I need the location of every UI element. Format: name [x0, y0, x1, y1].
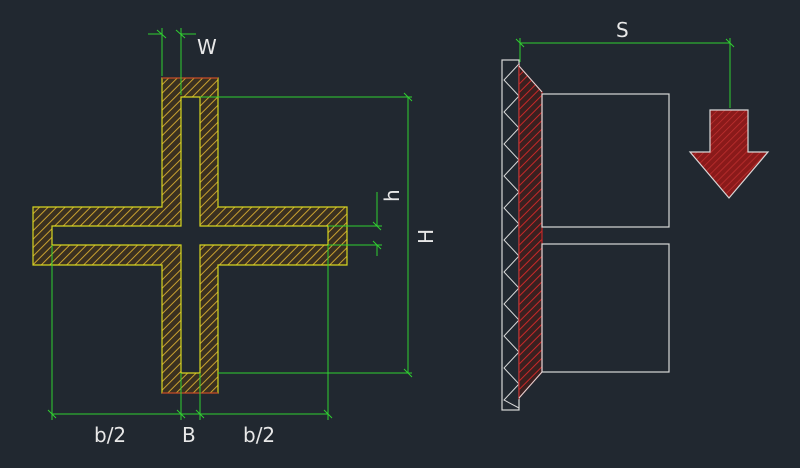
label-w: W	[197, 35, 217, 59]
label-h-small: h	[380, 189, 404, 202]
side-view	[501, 59, 670, 411]
cross-inner-void	[51, 96, 329, 374]
block-upper	[541, 93, 670, 228]
bond-layer	[518, 64, 543, 400]
label-B: B	[182, 423, 196, 447]
s-dimension	[515, 38, 735, 108]
label-b-half-left: b/2	[94, 423, 126, 447]
block-lower	[541, 243, 670, 373]
label-b-half-right: b/2	[243, 423, 275, 447]
dimension-lines	[47, 28, 413, 420]
label-S: S	[616, 18, 629, 42]
wall-zigzag	[503, 63, 520, 409]
label-H: H	[414, 229, 438, 244]
load-arrow-icon	[688, 109, 770, 199]
cross-section	[32, 77, 348, 394]
